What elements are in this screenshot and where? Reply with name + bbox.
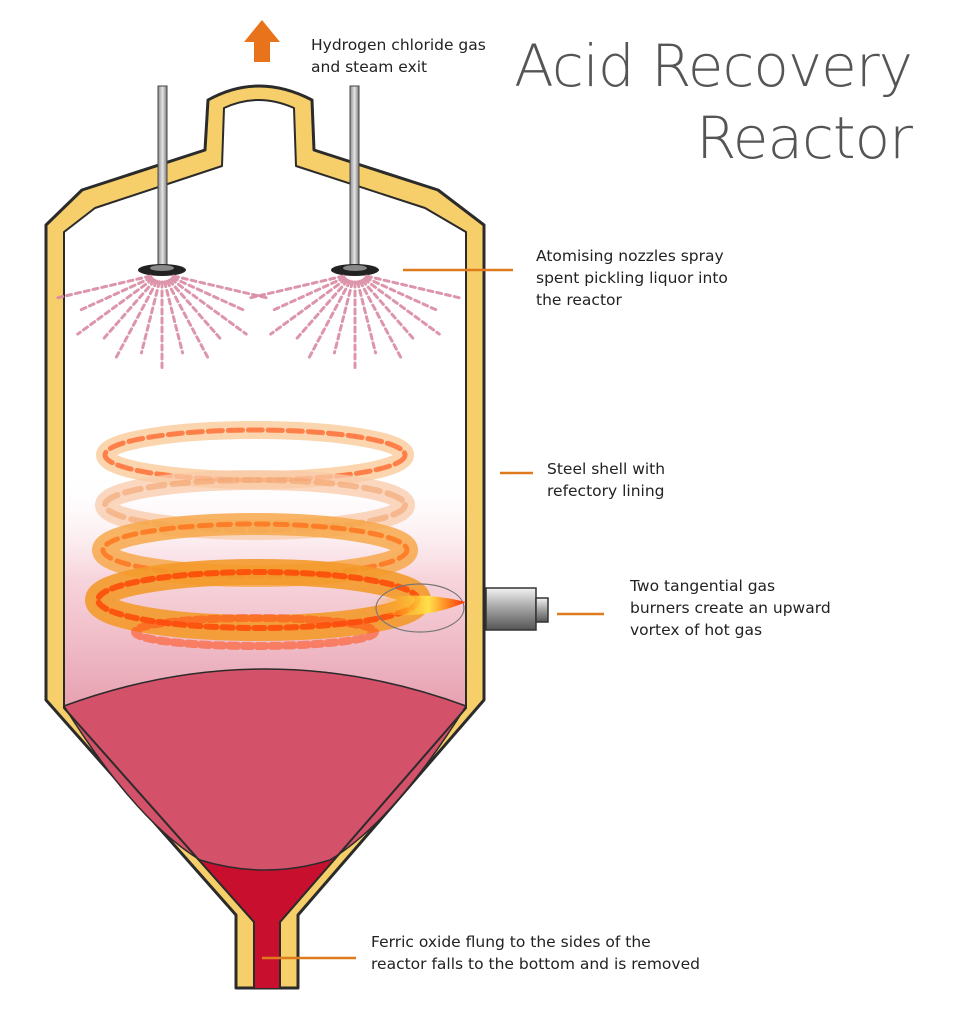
spray-droplet-line bbox=[332, 280, 354, 355]
diagram-title-line2: Reactor bbox=[696, 104, 913, 172]
diagram-title-line1: Acid Recovery bbox=[514, 32, 913, 100]
spray-right bbox=[247, 274, 463, 369]
nozzle-right-icon bbox=[331, 85, 379, 276]
spray-droplet-line bbox=[165, 279, 210, 361]
leader-lines bbox=[262, 268, 604, 960]
label-burners-line3: vortex of hot gas bbox=[630, 621, 763, 639]
spray-droplet-line bbox=[163, 280, 185, 355]
label-nozzles: Atomising nozzles spray spent pickling l… bbox=[536, 245, 728, 311]
label-burners: Two tangential gas burners create an upw… bbox=[630, 575, 831, 641]
label-nozzles-line3: the reactor bbox=[536, 291, 622, 309]
spray-droplet-line bbox=[172, 274, 270, 300]
spray-droplet-line bbox=[364, 276, 441, 313]
spray-left bbox=[54, 274, 270, 369]
slurry-pool bbox=[62, 668, 468, 871]
spray-droplet-line bbox=[269, 277, 348, 336]
burner-flame bbox=[372, 583, 466, 633]
spray-droplet-line bbox=[139, 280, 161, 355]
nozzle-left-icon bbox=[138, 85, 186, 276]
burner-icon bbox=[485, 587, 549, 631]
label-steel-shell-line2: refectory lining bbox=[547, 482, 665, 500]
cone-inner-line bbox=[63, 707, 467, 988]
spray-droplet-line bbox=[167, 278, 222, 340]
spray-droplet-line bbox=[307, 279, 352, 361]
label-nozzles-line1: Atomising nozzles spray bbox=[536, 247, 724, 265]
spray-droplet-line bbox=[76, 277, 155, 336]
label-nozzles-line2: spent pickling liquor into bbox=[536, 269, 728, 287]
spray-droplet-line bbox=[76, 276, 153, 313]
spray-droplet-line bbox=[358, 279, 403, 361]
spray-droplet-line bbox=[365, 274, 463, 300]
label-ferric-oxide: Ferric oxide flung to the sides of the r… bbox=[371, 931, 700, 975]
spray-droplet-line bbox=[362, 277, 441, 336]
spray-droplet-line bbox=[360, 278, 415, 340]
label-burners-line1: Two tangential gas bbox=[630, 577, 776, 595]
label-ferric-oxide-line1: Ferric oxide flung to the sides of the bbox=[371, 933, 651, 951]
hot-gas-vortex bbox=[85, 421, 431, 650]
spray-droplet-line bbox=[295, 278, 350, 340]
spray-droplet-line bbox=[171, 276, 248, 313]
label-steel-shell: Steel shell with refectory lining bbox=[547, 458, 665, 502]
label-ferric-oxide-line2: reactor falls to the bottom and is remov… bbox=[371, 955, 700, 973]
label-gas-exit-line2: and steam exit bbox=[311, 58, 428, 76]
spray-droplet-line bbox=[269, 276, 346, 313]
label-burners-line2: burners create an upward bbox=[630, 599, 831, 617]
spray-droplet-line bbox=[102, 278, 157, 340]
spray-droplet-line bbox=[169, 277, 248, 336]
spray-droplet-line bbox=[54, 274, 152, 300]
label-gas-exit: Hydrogen chloride gas and steam exit bbox=[311, 34, 486, 78]
spray-droplet-line bbox=[356, 280, 378, 355]
label-gas-exit-line1: Hydrogen chloride gas bbox=[311, 36, 486, 54]
spray-droplet-line bbox=[114, 279, 159, 361]
label-steel-shell-line1: Steel shell with bbox=[547, 460, 666, 478]
up-arrow-icon bbox=[244, 20, 280, 62]
spray-droplet-line bbox=[247, 274, 345, 300]
